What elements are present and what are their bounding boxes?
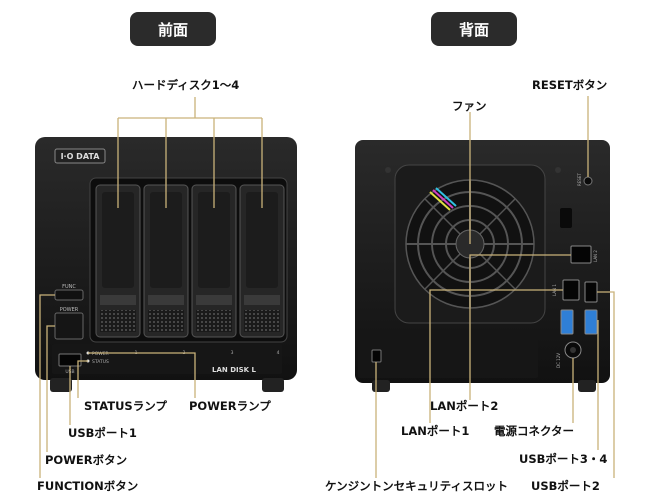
lan-port1-label: LANポート1 <box>401 424 470 438</box>
power-button[interactable] <box>54 312 84 340</box>
power-text: POWER <box>60 307 79 313</box>
func-text: FUNC <box>62 284 76 290</box>
hdd-label: ハードディスク1〜4 <box>132 78 240 92</box>
dc-text: DC 12V <box>556 353 561 368</box>
power-lamp-label: POWERランプ <box>189 399 271 413</box>
usb-port-2[interactable] <box>584 281 598 303</box>
reset-button[interactable] <box>583 176 593 186</box>
hdd-bay-3[interactable] <box>191 184 237 338</box>
reset-button-label: RESETボタン <box>532 78 608 92</box>
lan-port-1[interactable] <box>562 279 580 301</box>
indicator-power-text: POWER <box>92 351 109 357</box>
bay-number: 3 <box>231 350 234 356</box>
hdd-bay-4[interactable] <box>239 184 285 338</box>
fan-label: ファン <box>452 99 487 113</box>
front-header: 前面 <box>130 12 216 46</box>
hdd-bay-2[interactable] <box>143 184 189 338</box>
indicator-status-text: STATUS <box>92 359 109 365</box>
kensington-slot <box>371 349 382 363</box>
function-button-label: FUNCTIONボタン <box>37 479 139 493</box>
back-header: 背面 <box>431 12 517 46</box>
bay-number: 4 <box>277 350 280 356</box>
lan-port-2[interactable] <box>570 245 592 264</box>
usb-port-3[interactable] <box>560 309 574 335</box>
function-button[interactable] <box>54 289 84 301</box>
lan-port2-label: LANポート2 <box>430 399 499 413</box>
reset-text: RESET <box>577 173 582 186</box>
back-nas-unit: RESET LAN 2 LAN 1 DC 12V <box>355 140 610 392</box>
kensington-label: ケンジントンセキュリティスロット <box>325 479 508 493</box>
usb-port1-label: USBポート1 <box>68 426 137 440</box>
callout-lines <box>39 96 615 478</box>
hdd-bay-1[interactable] <box>95 184 141 338</box>
status-lamp-label: STATUSランプ <box>84 399 167 413</box>
usb-port2-label: USBポート2 <box>531 479 600 493</box>
front-nas-unit: I·O DATA FUNC P <box>35 137 297 392</box>
usb-port34-label: USBポート3・4 <box>519 452 608 466</box>
brand-logo <box>54 148 106 164</box>
usb-port-4[interactable] <box>584 309 598 335</box>
lan-port2-text: LAN 2 <box>593 250 598 262</box>
model-label: LAN DISK L <box>212 366 256 374</box>
power-connector-label: 電源コネクター <box>494 424 575 438</box>
power-button-label: POWERボタン <box>45 453 128 467</box>
brand-logo-text: I·O DATA <box>61 152 101 161</box>
